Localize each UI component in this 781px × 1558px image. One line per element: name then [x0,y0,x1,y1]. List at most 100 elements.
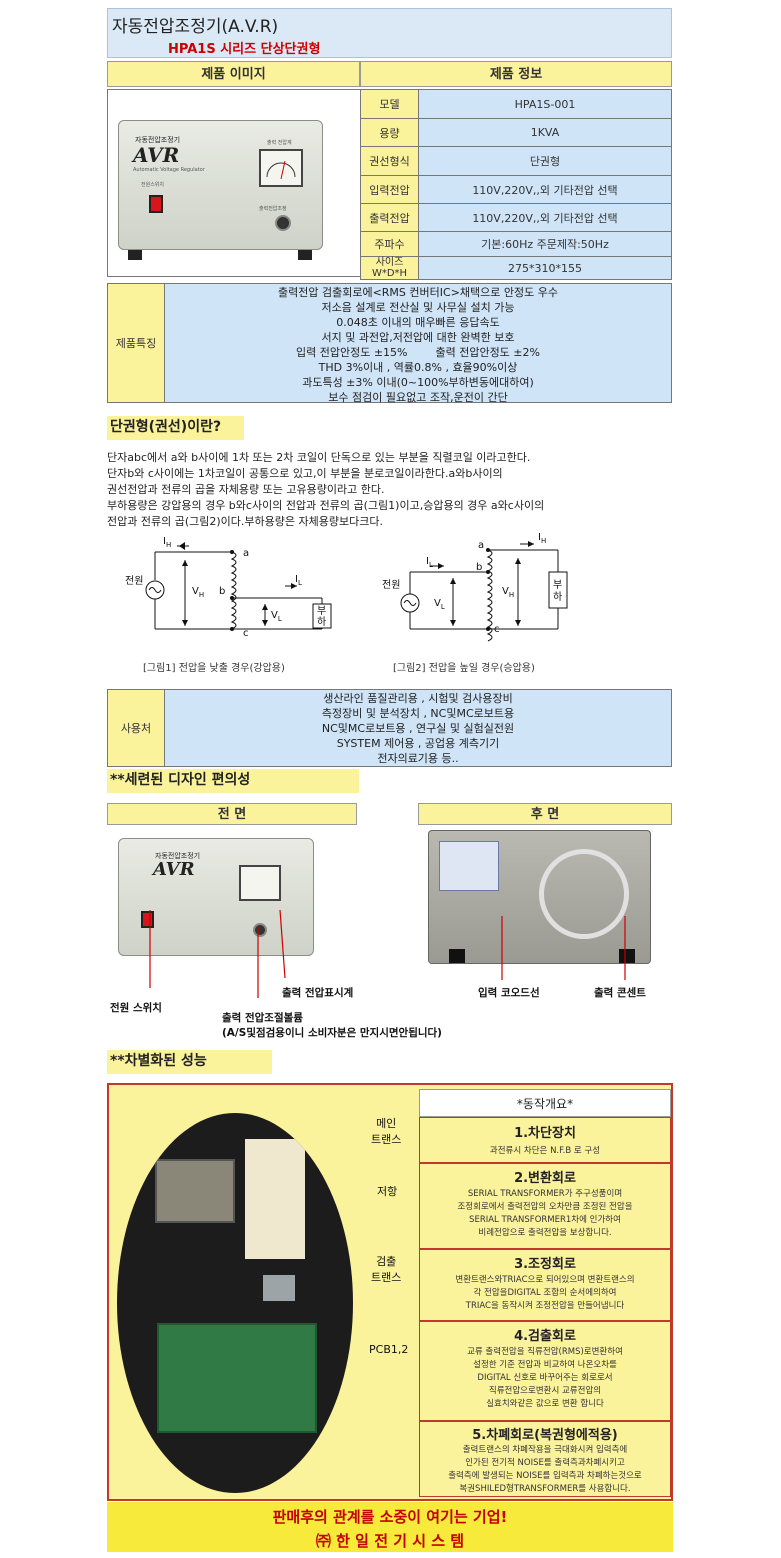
spec-value: 기본:60Hz 주문제작:50Hz [418,231,672,257]
spec-label: 용량 [360,118,419,147]
spec-value: 275*310*155 [418,256,672,280]
feature-line: 0.048초 이내의 매우빠른 응답속도 [336,316,500,329]
op-block: 3.조정회로 변환트랜스와TRIAC으로 되어있으며 변환트랜스의 각 전압을D… [419,1249,671,1321]
fig2-ih: IH [538,532,546,545]
device-brand-sub: Automatic Voltage Regulator [133,167,205,173]
design-title: **세련된 디자인 편의성 [107,769,359,793]
front-power-switch-icon [141,911,154,928]
explain-line: 단자b와 c사이에는 1차코일이 공통으로 있고,이 부분을 분로코일이라한다.… [107,467,503,480]
header-box [107,8,672,58]
performance-box: 메인 트랜스 저항 검출 트랜스 PCB1,2 *동작개요* 1.차단장치 과전… [107,1083,673,1501]
explain-line: 부하용량은 강압용의 경우 b와c사이의 전압과 전류의 곱(그림1)이고,승압… [107,499,545,512]
feature-line: 입력 전압안정도 ±15% 출력 전압안정도 ±2% [296,346,540,359]
callout-lines [149,909,626,998]
device-foot-left [128,250,142,260]
callout-main-trans: 메인 트랜스 [371,1117,402,1146]
feature-line: 출력전압 검출회로에<RMS 컨버터IC>채택으로 안정도 우수 [278,286,558,299]
page-title: 자동전압조정기(A.V.R) [112,17,279,37]
op-block-body: 변환트랜스와TRIAC으로 되어있으며 변환트랜스의 각 전압을DIGITAL … [455,1275,635,1311]
spec-value: HPA1S-001 [418,89,672,119]
explain-text: 단자abc에서 a와 b사이에 1차 또는 2차 코일이 단독으로 있는 부분을… [107,450,687,530]
avr-device-front: 자동전압조정기 AVR Automatic Voltage Regulator … [118,120,323,250]
callout-resistor: 저항 [377,1185,398,1198]
footer-company: ㈜ 한 일 전 기 시 스 템 [315,1532,465,1550]
spec-label: 주파수 [360,231,419,257]
rear-photo [428,830,651,964]
power-switch-icon [149,195,163,213]
page-subtitle: HPA1S 시리즈 단상단권형 [168,42,321,57]
device-knob-label: 출력전압조정 [259,206,287,212]
op-block-body: 출력트랜스의 차폐작용을 극대화시켜 입력측에 인가된 전기적 NOISE를 출… [448,1445,642,1494]
device-foot-right [298,250,312,260]
front-knob-icon [253,923,267,937]
footer-banner: 판매후의 관계를 소중이 여기는 기업! ㈜ 한 일 전 기 시 스 템 [107,1502,673,1552]
internal-photo [117,1113,353,1493]
callout-input-cord: 입력 코오드선 [478,987,540,999]
spec-value: 110V,220V,,외 기타전압 선택 [418,175,672,204]
fig2-vh: VH [502,586,514,599]
usage-line: SYSTEM 제어용 , 공업용 계측기기 [336,737,500,750]
fig2-node-c: c [494,624,500,635]
usage-label: 사용처 [107,689,165,767]
voltmeter-icon [259,149,303,187]
fig2-il: IL [426,556,433,569]
fig1-load-2: 하 [317,615,326,628]
spec-label: 입력전압 [360,175,419,204]
resistor-bank-icon [245,1139,305,1259]
explain-line: 전압과 전류의 곱(그림2)이다.부하용량은 자체용량보다크다. [107,515,383,528]
fig1-node-a: a [243,548,249,559]
op-block-title: 4.검출회로 [514,1329,576,1344]
callout-voltage-knob: 출력 전압조절볼륨 [222,1012,303,1024]
rear-cord-icon [539,849,629,939]
main-transformer-icon [155,1159,235,1223]
spec-label: 권선형식 [360,146,419,176]
front-brand: AVR [153,859,195,880]
op-block-title: 2.변환회로 [514,1171,576,1186]
fig2-node-b: b [476,562,482,573]
usage-line: 측정장비 및 분석장치 , NC및MC로보트용 [321,707,515,720]
device-switch-label: 전원스위치 [141,182,165,188]
spec-label: 사이즈 W*D*H [360,256,419,280]
device-brand-small: 자동전압조정기 [135,136,181,144]
column-header-info: 제품 정보 [360,61,672,87]
fig1-il: IL [295,574,302,587]
op-block: 4.검출회로 교류 출력전압을 직류전압(RMS)로변환하여 설정한 기준 전압… [419,1321,671,1421]
fig2-load-2: 하 [553,590,562,603]
fig2-source: 전원 [382,579,400,591]
fig2-node-a: a [478,540,484,551]
usage-list: 생산라인 품질관리용 , 시험및 검사용장비 측정장비 및 분석장치 , NC및… [164,689,672,767]
rear-label: 후 면 [418,803,672,825]
front-brand-small: 자동전압조정기 [155,852,201,860]
explain-line: 단자abc에서 a와 b사이에 1차 또는 2차 코일이 단독으로 있는 부분을… [107,451,531,464]
fig1-vh: VH [192,586,204,599]
overview-title: *동작개요* [419,1089,671,1117]
callout-detect-trans: 검출 트랜스 [371,1255,402,1284]
fig2-load-1: 부 [553,580,562,591]
explain-title: 단권형(권선)이란? [107,416,244,440]
callout-voltmeter: 출력 전압표시계 [282,987,354,999]
spec-value: 단권형 [418,146,672,176]
feature-line: THD 3%이내 , 역률0.8% , 효율90%이상 [318,361,518,374]
rear-foot-left [449,949,465,963]
detect-transformer-icon [263,1275,295,1301]
callout-pcb: PCB1,2 [369,1343,409,1356]
op-block: 1.차단장치 과전류시 차단은 N.F.B 로 구성 [419,1117,671,1163]
front-voltmeter-icon [239,865,281,901]
feature-line: 보수 점검이 필요없고 조작,운전이 간단 [328,391,508,404]
callout-outlet: 출력 콘센트 [594,987,646,999]
spec-value: 1KVA [418,118,672,147]
explain-line: 권선전압과 전류의 곱을 자체용량 또는 고유용량이라고 한다. [107,483,385,496]
fig1-source: 전원 [125,575,143,587]
rear-foot-right [619,949,635,963]
op-block-title: 5.차폐회로(복권형에적용) [472,1428,618,1443]
performance-title: **차별화된 성능 [107,1050,272,1074]
feature-line: 저소음 설계로 전산실 및 사무실 설치 가능 [321,301,515,314]
features-label: 제품특징 [107,283,165,403]
fig1-load-1: 부 [317,606,326,617]
usage-line: NC및MC로보트용 , 연구실 및 실험실전원 [321,722,515,735]
